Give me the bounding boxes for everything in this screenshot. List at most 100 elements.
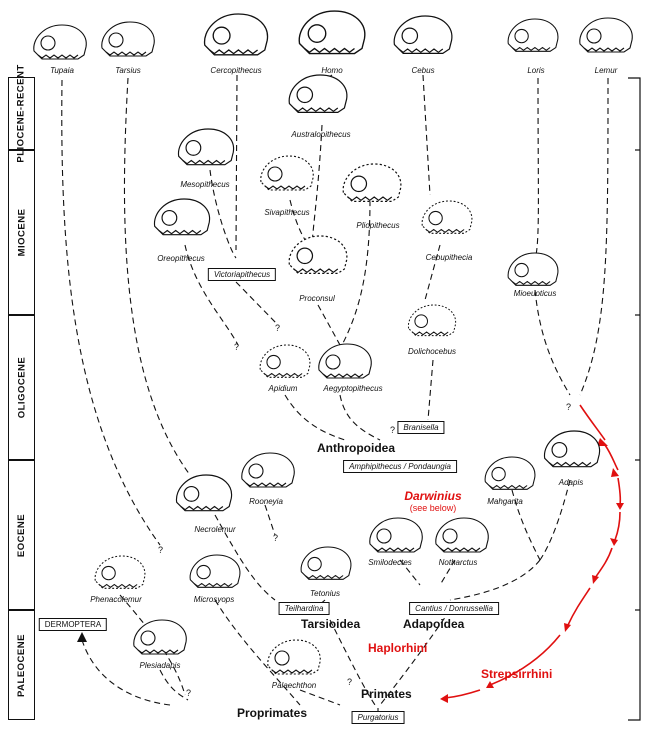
darwinius-label: Darwinius (see below) [404,489,461,513]
skull-adapis [544,430,601,468]
skull-rooneyia [241,452,295,488]
lineage-notharctus [439,559,456,586]
strepsirrhini-arrows [444,404,622,699]
label-proconsul: Proconsul [299,294,335,303]
skull-pliopithecus [342,163,402,203]
lineage-cantius [449,559,541,601]
epoch-paleocene: PALEOCENE [8,610,35,720]
group-strepsirrhini: Strepsirrhini [481,667,553,681]
lineage-plesiadapis [159,669,189,701]
label-cebus: Cebus [411,66,435,75]
question-mark: ? [275,323,281,333]
skull-aegyptopithecus [318,343,372,379]
group-primates: Primates [361,687,412,701]
lineage-apidium [284,394,346,441]
skull-lemur [579,17,633,53]
skull-cebus [393,15,453,55]
label-homo: Homo [321,66,343,75]
lineage-mesopithecus [209,169,237,259]
skull-tarsius [101,21,155,57]
label-palaechthon: Palaechthon [271,681,317,690]
label-aegyptopithecus: Aegyptopithecus [323,384,383,393]
skull-loris [507,18,559,52]
epoch-eocene: EOCENE [8,460,35,610]
label-smilodectes: Smilodectes [368,558,412,567]
label-mesopithecus: Mesopithecus [180,180,230,189]
box-dermoptera: DERMOPTERA [38,618,108,631]
skull-proconsul [288,235,348,275]
box-teilhardina: Teilhardina [278,602,330,615]
label-dolichocebus: Dolichocebus [407,347,457,356]
box-victoriapithecus: Victoriapithecus [207,268,277,281]
label-pliopithecus: Pliopithecus [356,221,400,230]
question-mark: ? [234,342,240,352]
question-mark: ? [566,402,572,412]
lineage-cercopithecus [235,74,238,251]
lineage-dolichocebus [427,359,434,421]
lineage-pliopithecus [341,199,371,346]
skull-microsyops [189,554,241,588]
label-rooneyia: Rooneyia [249,497,283,506]
box-cantius: Cantius / Donrussellia [409,602,499,615]
label-cebupithecia: Cebupithecia [425,253,473,262]
label-adapis: Adapis [558,478,584,487]
skull-notharctus [435,517,489,553]
lineage-oreopithecus [184,244,239,346]
label-plesiadapis: Plesiadapis [139,661,181,670]
lineage-mahgarita [511,489,541,561]
label-tarsius: Tarsius [115,66,141,75]
darwinius-name: Darwinius [404,489,462,503]
epoch-pliocene-recent: PLIOCENE-RECENT [8,64,35,163]
lineage-adapo [379,609,451,706]
lineage-mioeuoticus [534,289,571,396]
group-proprimates: Proprimates [237,706,308,720]
lineage-proconsul [317,304,341,346]
skull-australopithecus [288,74,348,114]
label-notharctus: Notharctus [438,558,478,567]
skull-mioeuoticus [507,252,559,286]
epoch-oligocene: OLIGOCENE [8,315,35,460]
label-sivapithecus: Sivapithecus [264,208,310,217]
lineage-adapis [539,479,571,561]
group-tarsioidea: Tarsioidea [301,617,361,631]
epoch-miocene: MIOCENE [8,150,35,315]
lineage-microsyops [214,599,301,706]
lineage-australo [311,124,323,251]
lineage-palaechthon [299,689,341,706]
lineage-lemur [579,77,609,396]
box-purgatorius: Purgatorius [351,711,405,724]
label-australopithecus: Australopithecus [291,130,351,139]
label-necrolemur: Necrolemur [194,525,236,534]
skull-mesopithecus [178,128,235,166]
question-mark: ? [347,677,353,687]
label-loris: Loris [527,66,545,75]
label-oreopithecus: Oreopithecus [157,254,205,263]
skull-mahgarita [484,456,536,490]
question-mark: ? [186,688,192,698]
box-amphipithecus: Amphipithecus / Pondaungia [343,460,457,473]
lineage-aegypto-down [339,394,381,441]
skull-apidium [259,344,311,378]
lineage-to-dermoptera [81,639,171,706]
skull-cebupithecia [421,200,473,234]
label-lemur: Lemur [594,66,618,75]
lineage-victoria [235,281,279,326]
skull-phenacolemur [94,555,146,589]
label-apidium: Apidium [268,384,298,393]
right-bracket [628,77,641,721]
skull-plesiadapis [133,619,187,655]
lineage-smilodectes [399,559,421,586]
skull-cercopithecus [204,13,269,56]
group-haplorhini: Haplorhini [368,641,428,655]
lineage-necrolemur [214,514,276,601]
skull-smilodectes [369,517,423,553]
lineage-cebus [422,74,431,196]
lineage-tarsius [123,77,191,476]
label-tupaia: Tupaia [50,66,74,75]
group-adapoidea: Adapoidea [403,617,465,631]
dermoptera-arrowhead [77,632,87,642]
question-mark: ? [273,533,279,543]
skull-oreopithecus [154,198,211,236]
